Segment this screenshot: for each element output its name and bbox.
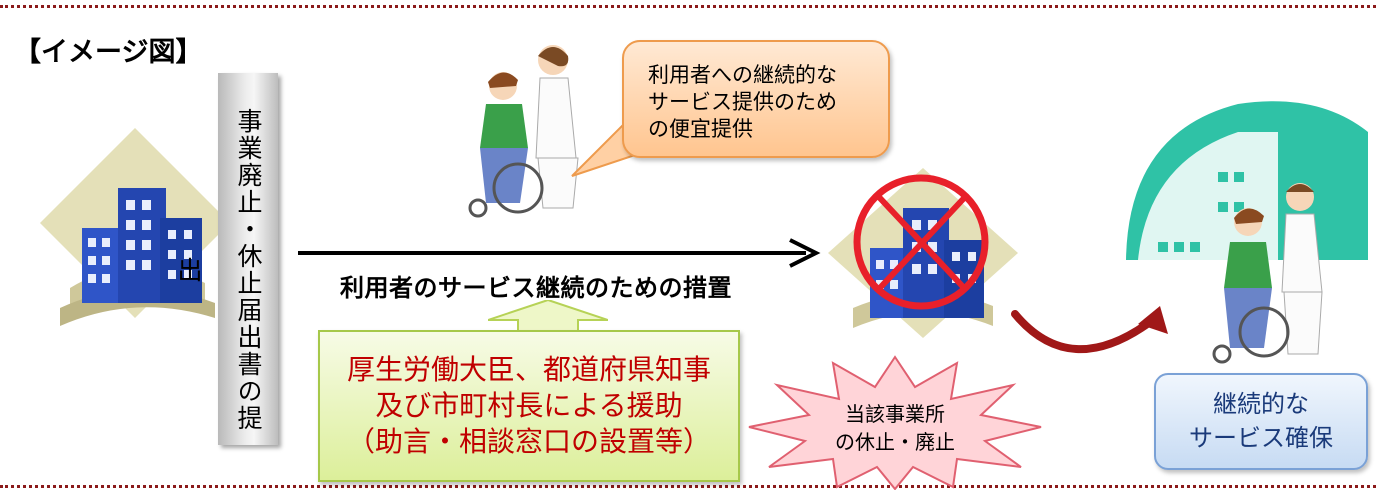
- government-support-box: 厚生労働大臣、都道府県知事 及び市町村長による援助 （助言・相談窓口の設置等）: [318, 330, 740, 482]
- caregiver-wheelchair-illustration: [468, 45, 579, 218]
- service-provision-line-3: の便宜提供: [648, 117, 753, 141]
- service-provision-bubble: 利用者への継続的な サービス提供のため の便宜提供: [622, 40, 890, 158]
- support-line-1: 厚生労働大臣、都道府県知事: [346, 353, 711, 386]
- closure-starburst: [748, 355, 1042, 490]
- service-continuation-line-2: サービス確保: [1189, 424, 1333, 452]
- continued-care-illustration: [1126, 101, 1368, 364]
- service-provision-text: 利用者への継続的な サービス提供のため の便宜提供: [648, 62, 837, 143]
- closure-line-2: の休止・廃止: [835, 430, 955, 454]
- diagram-title: 【イメージ図】: [14, 37, 203, 68]
- service-provision-line-1: 利用者への継続的な: [648, 63, 837, 87]
- service-provision-line-2: サービス提供のため: [648, 90, 837, 114]
- horizontal-arrow: [298, 238, 821, 268]
- service-continuation-line-1: 継続的な: [1213, 390, 1309, 418]
- closure-notification-text: 事業廃止・休止届出書の提出: [174, 108, 263, 432]
- support-line-2: 及び市町村長による援助: [375, 389, 683, 422]
- closure-line-1: 当該事業所: [845, 402, 945, 426]
- bottom-border-line: [0, 485, 1376, 488]
- office-building-illustration: [40, 128, 230, 326]
- support-line-3: （助言・相談窓口の設置等）: [346, 425, 711, 458]
- arrow-label: 利用者のサービス継続のための措置: [340, 274, 732, 302]
- service-continuation-box: 継続的な サービス確保: [1154, 373, 1368, 470]
- transition-curved-arrow: [1011, 306, 1168, 354]
- closure-notification-box: 事業廃止・休止届出書の提出: [174, 73, 278, 445]
- top-border-line: [0, 5, 1376, 8]
- support-up-arrow: [488, 300, 608, 334]
- service-continuation-text: 継続的な サービス確保: [1156, 387, 1366, 455]
- closure-text: 当該事業所 の休止・廃止: [810, 400, 980, 456]
- closed-building-illustration: [828, 168, 1018, 338]
